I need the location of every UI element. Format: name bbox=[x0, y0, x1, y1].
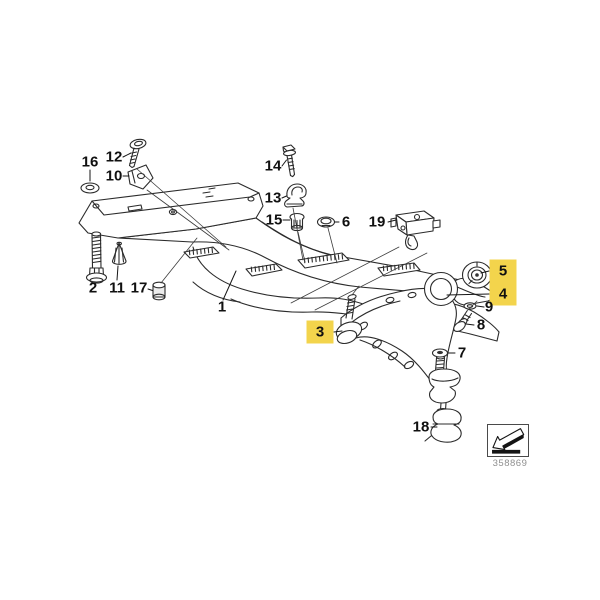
callout-5-highlighted[interactable]: 5 bbox=[489, 259, 517, 283]
part-15-plug[interactable] bbox=[289, 212, 305, 232]
part-13-clamp-bracket[interactable] bbox=[284, 183, 307, 208]
callout-8[interactable]: 8 bbox=[476, 316, 486, 334]
part-2-bolt[interactable] bbox=[85, 231, 108, 284]
part-11-cone[interactable] bbox=[111, 241, 127, 265]
callout-7[interactable]: 7 bbox=[457, 344, 467, 362]
callout-6[interactable]: 6 bbox=[341, 213, 351, 231]
leader-lines bbox=[89, 152, 490, 428]
callout-14[interactable]: 14 bbox=[264, 157, 282, 175]
part-14-bolt[interactable] bbox=[282, 144, 297, 178]
callout-4-highlighted[interactable]: 4 bbox=[489, 282, 517, 306]
callout-11[interactable]: 11 bbox=[109, 279, 125, 297]
part-5-rubber-bushing[interactable] bbox=[461, 261, 493, 289]
callout-12[interactable]: 12 bbox=[105, 148, 123, 166]
callout-16[interactable]: 16 bbox=[81, 153, 99, 171]
callout-13[interactable]: 13 bbox=[264, 189, 282, 207]
callout-3-highlighted[interactable]: 3 bbox=[306, 320, 334, 344]
callout-17[interactable]: 17 bbox=[130, 279, 148, 297]
assembly-lines bbox=[136, 168, 478, 312]
drawing-number: 358869 bbox=[492, 458, 528, 469]
callout-1[interactable]: 1 bbox=[217, 298, 227, 316]
part-7-washer[interactable] bbox=[431, 348, 449, 358]
callout-9[interactable]: 9 bbox=[484, 298, 494, 316]
callout-19[interactable]: 19 bbox=[368, 213, 386, 231]
part-19-bracket[interactable] bbox=[390, 210, 441, 251]
part-9-washer[interactable] bbox=[463, 302, 477, 310]
callout-10[interactable]: 10 bbox=[105, 167, 123, 185]
part-16-washer[interactable] bbox=[80, 182, 100, 194]
part-3-control-arm[interactable] bbox=[334, 271, 461, 404]
callout-2[interactable]: 2 bbox=[88, 279, 98, 297]
direction-arrow-icon bbox=[492, 428, 525, 454]
part-17-sleeve[interactable] bbox=[152, 281, 166, 301]
part-12-screw[interactable] bbox=[128, 138, 147, 169]
callout-15[interactable]: 15 bbox=[265, 211, 283, 229]
part-8-bolt[interactable] bbox=[452, 310, 473, 334]
part-6-cap[interactable] bbox=[316, 216, 336, 228]
part-1-front-axle-support bbox=[78, 182, 500, 342]
direction-of-travel-box bbox=[487, 424, 529, 457]
part-10-bracket[interactable] bbox=[127, 164, 154, 190]
part-18-swing-support[interactable] bbox=[424, 402, 462, 443]
callout-18[interactable]: 18 bbox=[412, 418, 430, 436]
